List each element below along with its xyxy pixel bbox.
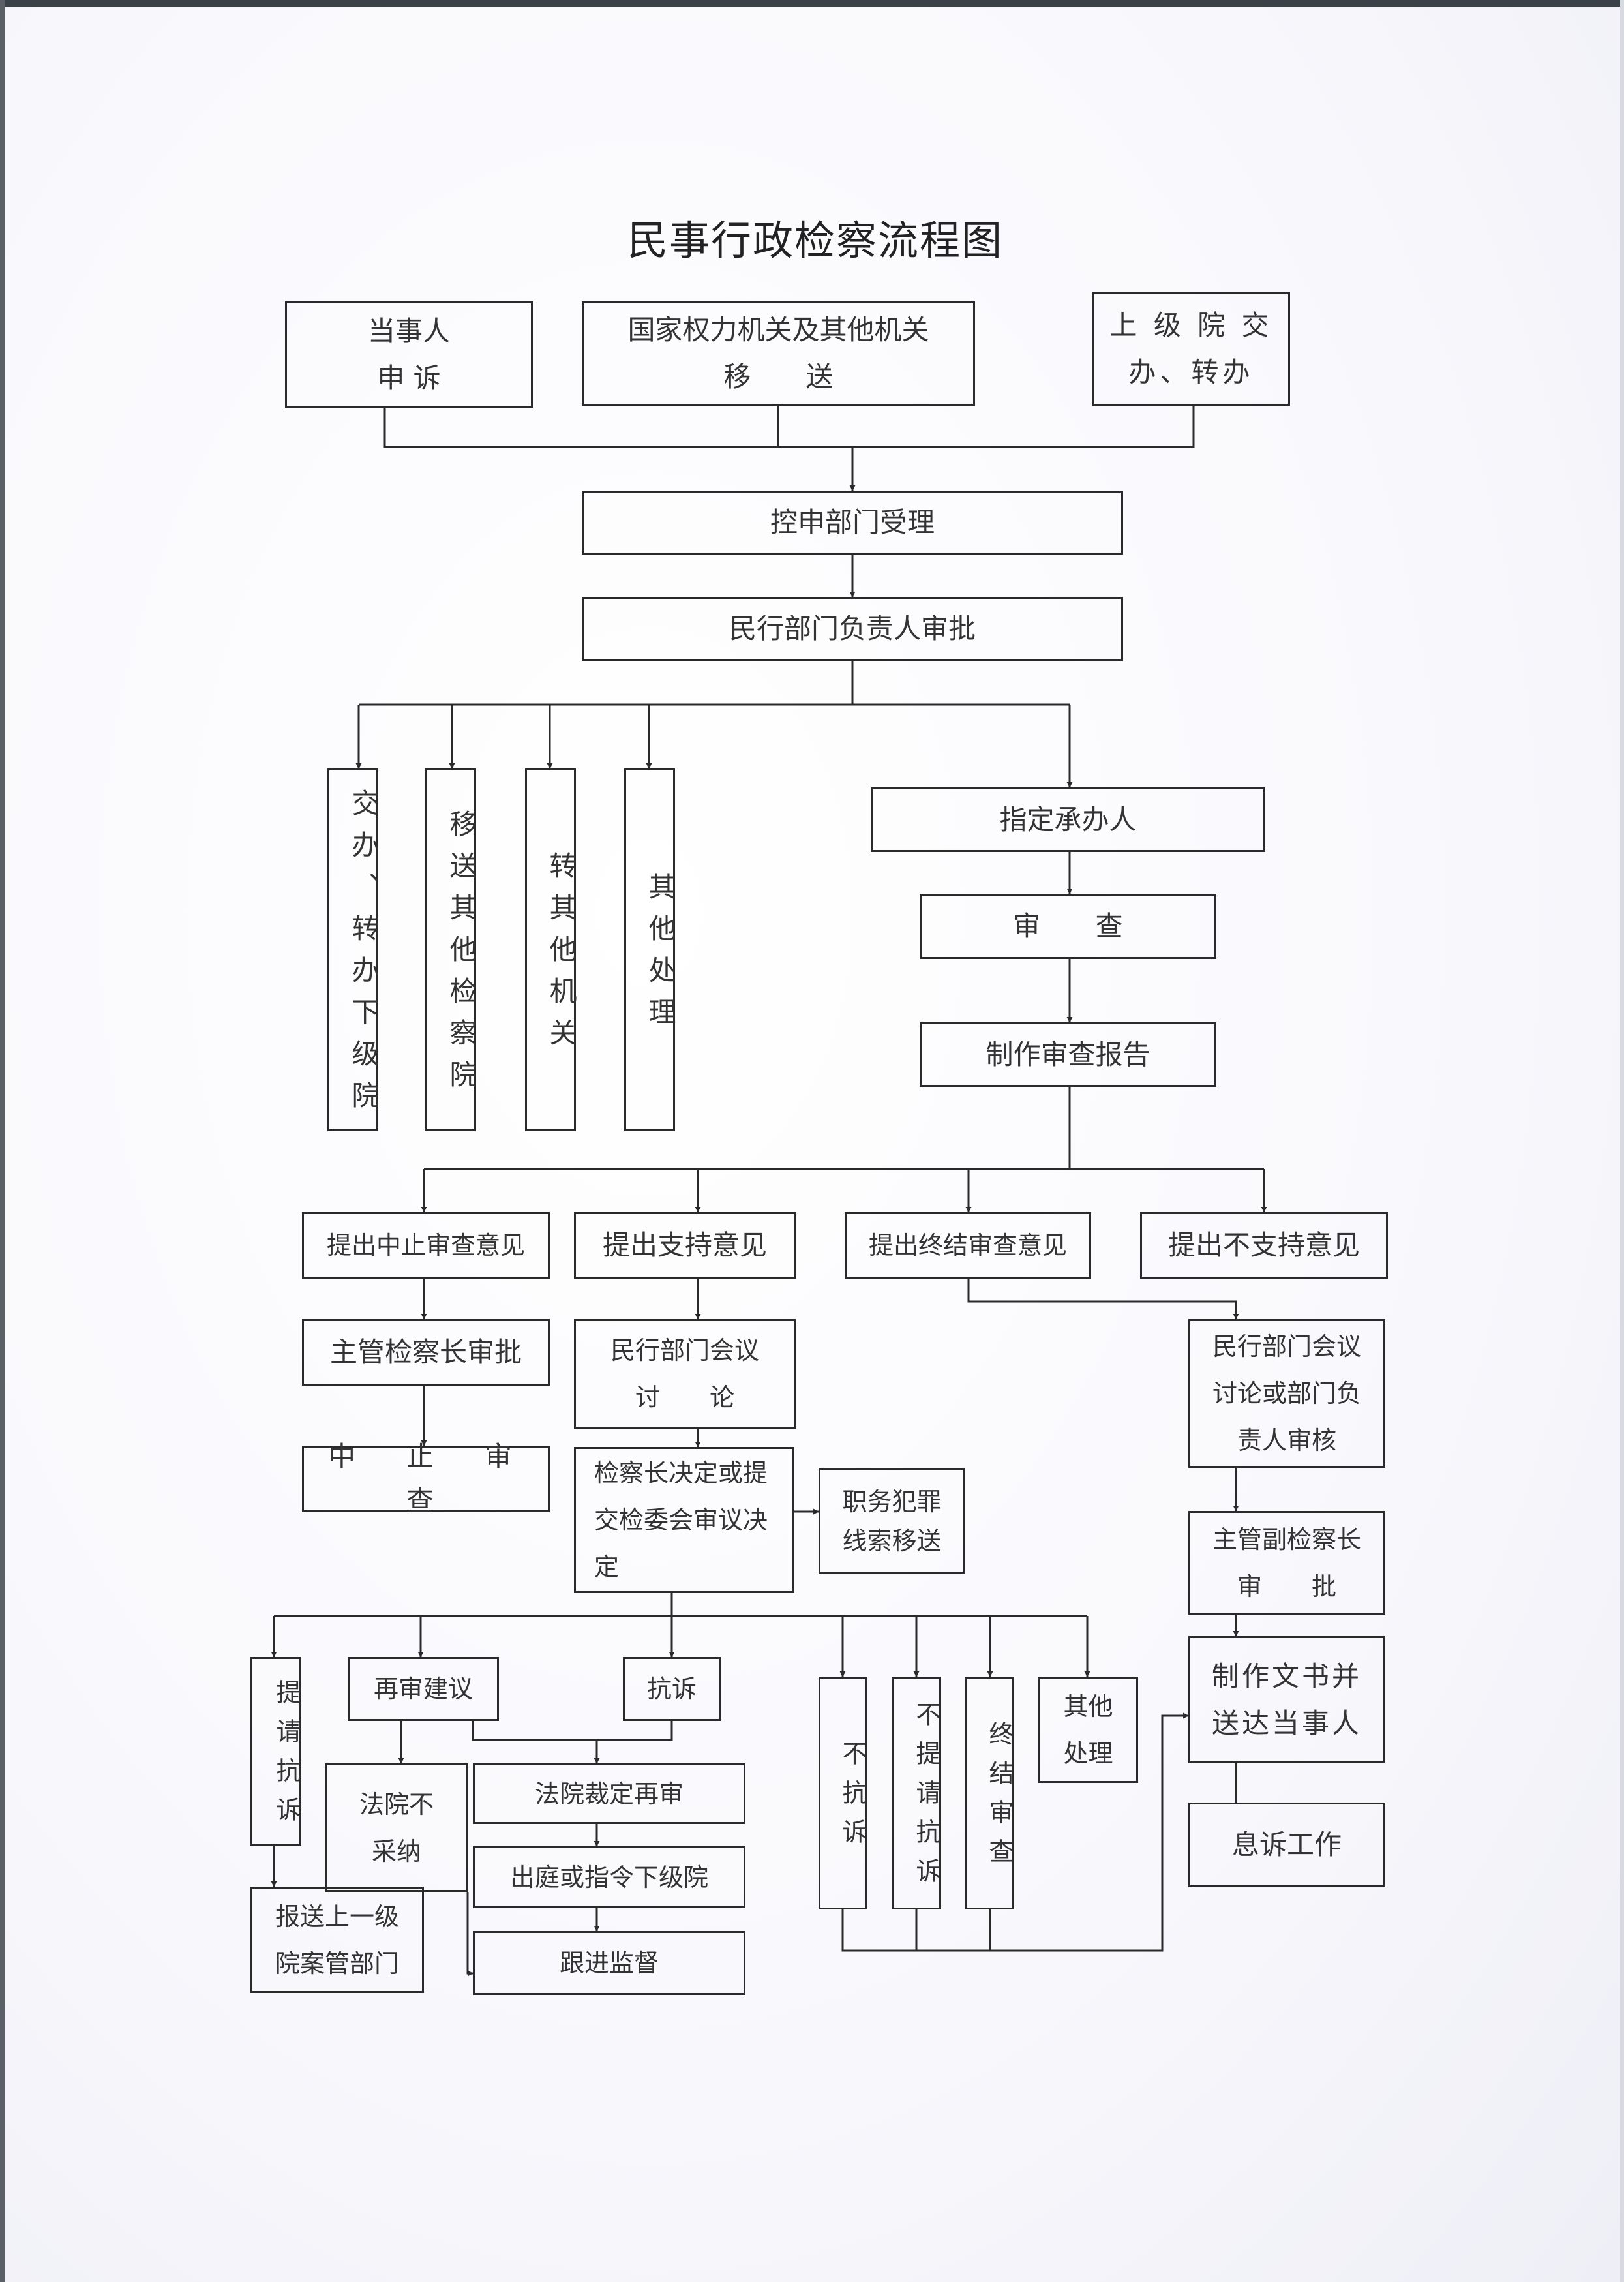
node-minxing-shenpi: 民行部门负责人审批 <box>582 597 1123 661</box>
scan-edge-left <box>0 0 5 2282</box>
node-kongshen: 控申部门受理 <box>582 491 1123 555</box>
node-zhongzhi-shencha: 中 止 审 查 <box>302 1440 550 1517</box>
node-dangshiren: 当事人 申 诉 <box>285 301 533 408</box>
node-tiqing-kangsu: 提请抗诉 <box>250 1657 301 1846</box>
node-fayuan-caiding: 法院裁定再审 <box>473 1763 745 1824</box>
node-zhichi-yijian: 提出支持意见 <box>574 1212 796 1279</box>
node-huiyi-taolun: 民行部门会议 讨 论 <box>574 1319 796 1429</box>
node-xisu: 息诉工作 <box>1188 1803 1385 1887</box>
merge-zaishen-kangsu <box>472 1721 673 1741</box>
node-qitachuli-v: 其他处理 <box>624 768 676 1131</box>
node-buzhichi-yijian: 提出不支持意见 <box>1140 1212 1388 1279</box>
node-zaishen-jianyi: 再审建议 <box>348 1657 499 1721</box>
node-fu-jianchazhang: 主管副检察长 审 批 <box>1188 1511 1385 1615</box>
arrow-bucaina-to-genjin <box>466 1892 474 1977</box>
node-genjin: 跟进监督 <box>473 1931 745 1995</box>
node-huiyi-shenhe: 民行部门会议 讨论或部门负 责人审核 <box>1188 1319 1385 1468</box>
arrow-bottom-merge-to-wenshu <box>841 1712 1189 1952</box>
node-zhongjie-yijian: 提出终结审查意见 <box>845 1212 1091 1279</box>
node-butiqing: 不提请抗诉 <box>892 1677 941 1909</box>
node-zhuanqita: 转其他机关 <box>525 768 577 1131</box>
page-title: 民事行政检察流程图 <box>627 217 1003 264</box>
node-chuting: 出庭或指令下级院 <box>473 1846 745 1908</box>
scan-edge-top <box>0 0 1624 7</box>
node-shencha: 审 查 <box>920 894 1216 959</box>
arrow-to-huiyi-shenhe <box>967 1279 1239 1320</box>
merge-line-top <box>383 406 1195 448</box>
node-kangsu: 抗诉 <box>623 1657 721 1721</box>
node-fayuan-bucaina: 法院不 采纳 <box>325 1763 468 1892</box>
node-zhiding: 指定承办人 <box>871 787 1265 852</box>
node-zhizuo-baogao: 制作审查报告 <box>920 1022 1216 1087</box>
node-bukangsu: 不抗诉 <box>819 1677 867 1909</box>
node-zhongjie-shencha: 终结审查 <box>965 1677 1014 1909</box>
node-zhiwu-fanzui: 职务犯罪 线索移送 <box>819 1468 965 1574</box>
node-wenshu: 制作文书并 送达当事人 <box>1188 1636 1385 1763</box>
scan-edge-right <box>1620 0 1624 2282</box>
node-baosong: 报送上一级 院案管部门 <box>250 1887 424 1993</box>
node-jiaoban: 交办、转办下级院 <box>327 768 380 1131</box>
node-yisong: 移送其他检察院 <box>425 768 477 1131</box>
node-zhongzhi-yijian: 提出中止审查意见 <box>302 1212 550 1279</box>
node-zhuguan-shenpi: 主管检察长审批 <box>302 1319 550 1386</box>
node-shangjiyuan: 上 级 院 交 办、转办 <box>1092 292 1290 406</box>
node-guojia: 国家权力机关及其他机关 移 送 <box>582 301 975 406</box>
node-jianchazhang-jueding: 检察长决定或提 交检委会审议决 定 <box>574 1447 794 1593</box>
node-qitachuli: 其他 处理 <box>1038 1677 1138 1783</box>
